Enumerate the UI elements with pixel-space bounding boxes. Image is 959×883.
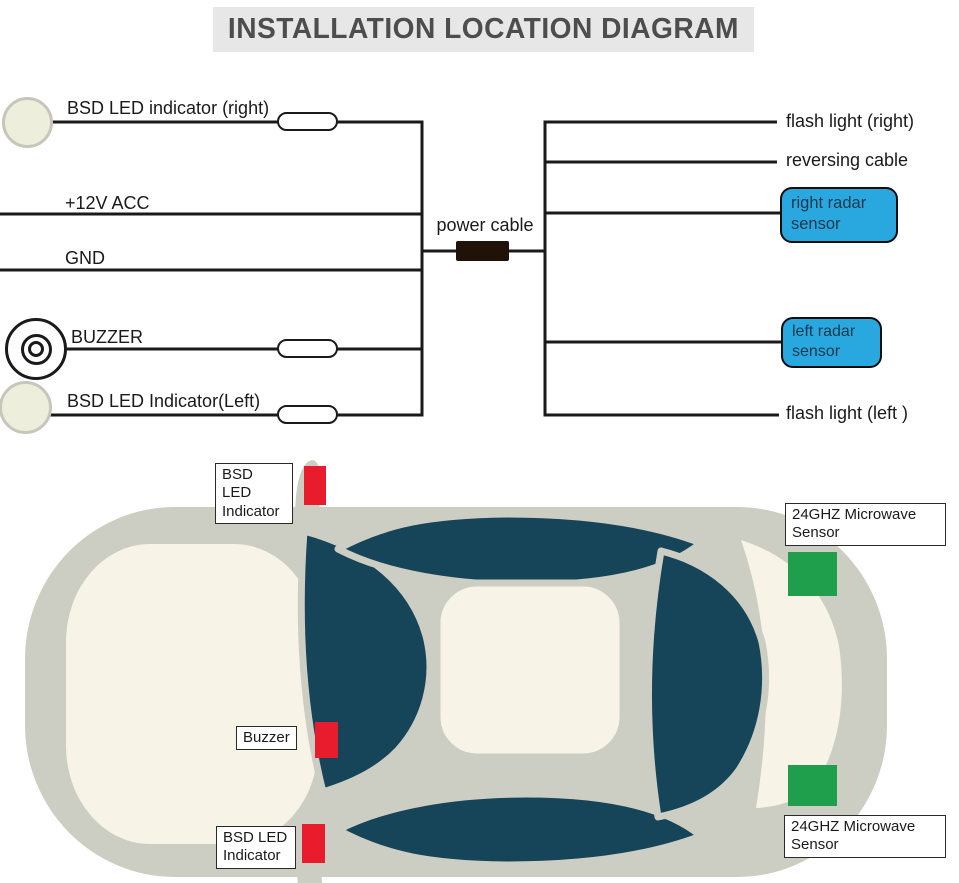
car-rear-window [645, 547, 770, 821]
buzzer-marker [315, 722, 338, 758]
sensor-marker-bottom [788, 765, 837, 806]
label-power-cable: power cable [436, 215, 534, 235]
bsd-led-right-icon [2, 97, 53, 148]
car-side-window-bottom [334, 790, 705, 869]
label-bsd-led-left: BSD LED Indicator(Left) [67, 391, 261, 411]
label-flash-light-right: flash light (right) [786, 111, 915, 131]
car-roof [433, 579, 627, 761]
inline-connector-middle [277, 339, 338, 358]
label-gnd: GND [65, 248, 105, 268]
sensor-marker-top [788, 552, 837, 596]
buzzer-icon-dot [28, 341, 44, 357]
label-bsd-led-right: BSD LED indicator (right) [67, 98, 270, 118]
car-hood [66, 544, 318, 844]
label-flash-light-left: flash light (left ) [786, 403, 909, 423]
left-radar-sensor-box: left radar sensor [781, 317, 882, 368]
led-marker-bottom [302, 824, 325, 863]
page-title: INSTALLATION LOCATION DIAGRAM [213, 7, 754, 52]
inline-connector-top [277, 112, 338, 131]
wiring-lines [0, 120, 782, 417]
inline-connector-bottom [277, 405, 338, 424]
label-acc: +12V ACC [65, 193, 150, 213]
car-trunk [741, 540, 842, 808]
car-illustration [25, 460, 887, 883]
power-connector-icon [456, 241, 509, 261]
tag-microwave-sensor-bottom: 24GHZ Microwave Sensor [784, 815, 946, 858]
bsd-led-left-icon [0, 381, 52, 434]
led-marker-top [304, 466, 326, 505]
label-reversing-cable: reversing cable [786, 150, 909, 170]
label-buzzer: BUZZER [71, 327, 143, 347]
tag-microwave-sensor-top: 24GHZ Microwave Sensor [785, 503, 946, 546]
tag-buzzer: Buzzer [236, 726, 297, 751]
buzzer-icon-ring [20, 333, 52, 365]
buzzer-icon [5, 318, 67, 380]
page-title-text: INSTALLATION LOCATION DIAGRAM [228, 13, 739, 45]
right-radar-sensor-box: right radar sensor [780, 187, 898, 243]
tag-bsd-led-bottom: BSD LED Indicator [216, 826, 296, 869]
tag-bsd-led-top: BSD LED Indicator [215, 463, 293, 524]
